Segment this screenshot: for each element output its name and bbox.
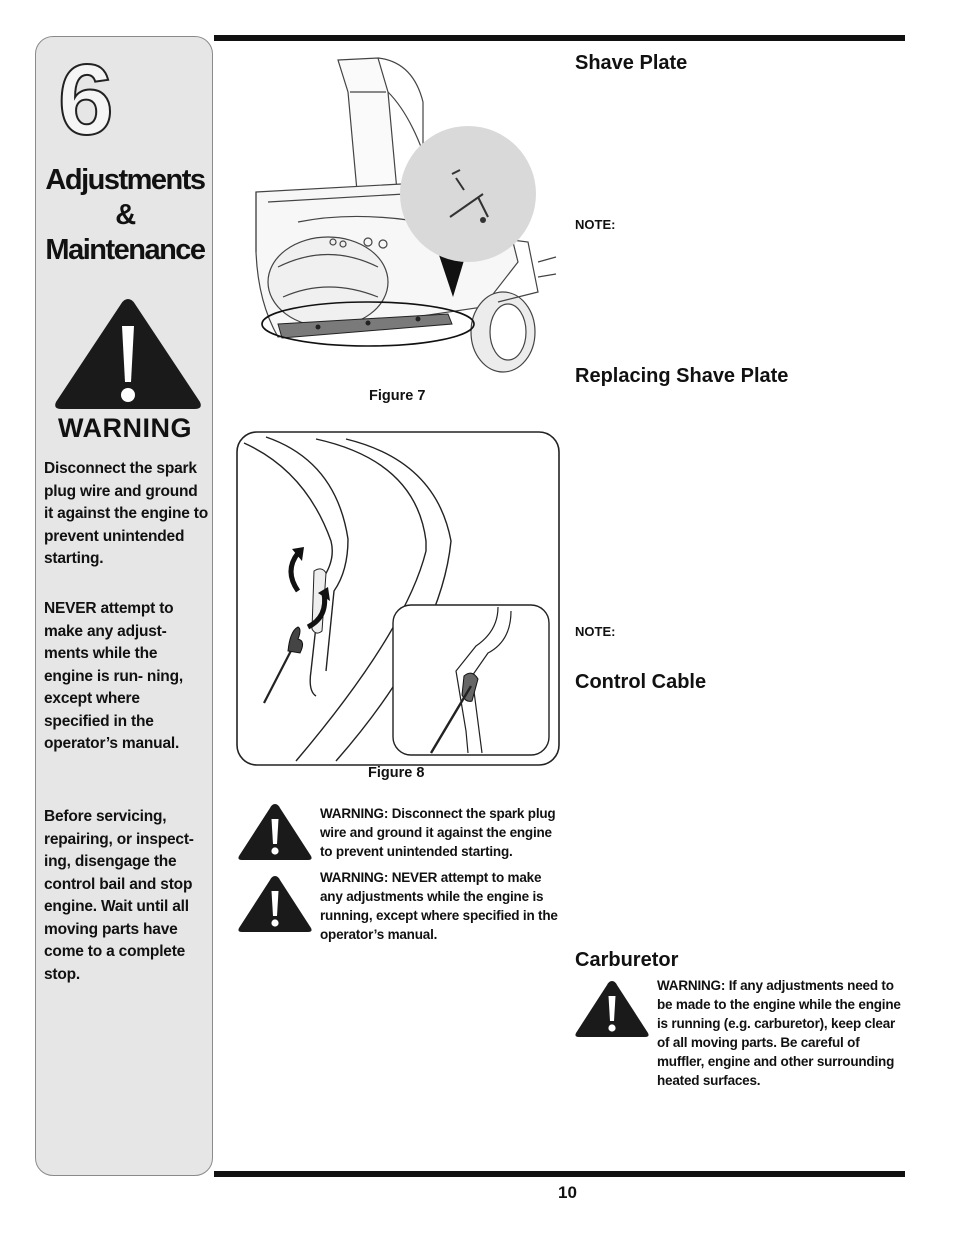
warning-triangle-icon	[55, 299, 201, 409]
page-number: 10	[558, 1183, 577, 1202]
carburetor-warning: WARNING: If any adjustments need to be m…	[657, 978, 901, 1088]
warning-label: WARNING	[58, 413, 192, 443]
figure-8-illustration	[236, 431, 560, 766]
figure-7-illustration	[255, 57, 557, 373]
figure-7-caption: Figure 7	[369, 388, 426, 404]
middle-warning-1: WARNING: Disconnect the spark plug wire …	[320, 806, 556, 859]
warning-triangle-icon	[238, 876, 312, 932]
rotate-arrow-icon	[288, 547, 330, 630]
chapter-sidebar	[35, 36, 213, 1176]
note-label-2: NOTE:	[575, 624, 616, 639]
top-rule	[214, 35, 905, 41]
note-label-1: NOTE:	[575, 217, 616, 232]
heading-replacing-shave-plate: Replacing Shave Plate	[575, 365, 789, 387]
chapter-number: 6	[57, 44, 115, 156]
bottom-rule	[214, 1171, 905, 1177]
sidebar-warning-paragraph-2: NEVER attempt to make any adjust- ments …	[44, 600, 183, 752]
heading-shave-plate: Shave Plate	[575, 52, 688, 74]
chapter-title-line2: &	[115, 199, 136, 231]
chapter-title-line1: Adjustments	[45, 164, 206, 196]
chapter-title-line3: Maintenance	[45, 234, 206, 266]
warning-triangle-icon	[238, 804, 312, 860]
heading-carburetor: Carburetor	[575, 949, 679, 971]
chapter-title: Adjustments & Maintenance	[36, 163, 214, 268]
heading-control-cable: Control Cable	[575, 671, 707, 693]
warning-triangle-icon	[575, 981, 649, 1037]
middle-warning-2: WARNING: NEVER attempt to make any adjus…	[320, 870, 558, 942]
sidebar-warning-paragraph-3: Before servicing, repairing, or inspect-…	[44, 808, 194, 983]
sidebar-warning-paragraph-1: Disconnect the spark plug wire and groun…	[44, 460, 208, 567]
figure-8-caption: Figure 8	[368, 765, 425, 781]
